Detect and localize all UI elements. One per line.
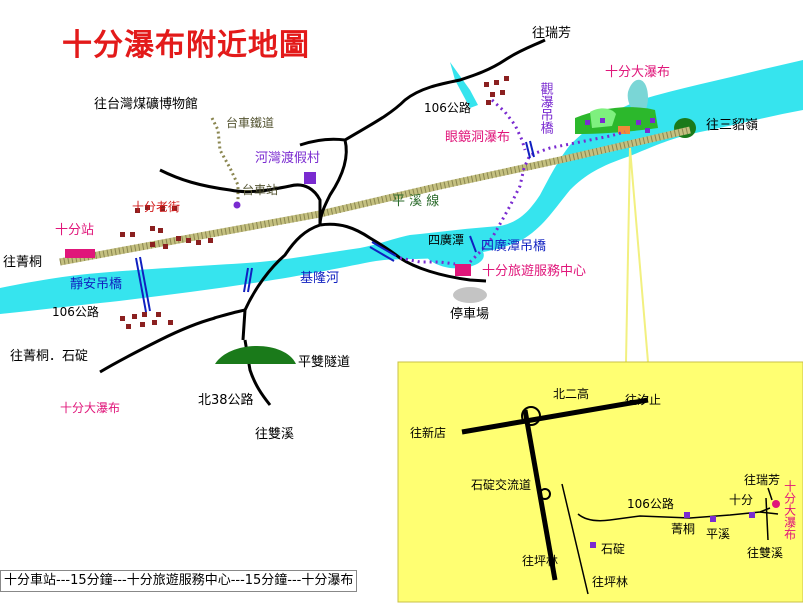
- inset-label-pingxi: 平溪: [706, 527, 731, 541]
- label-coal-museum: 往台灣煤礦博物館: [94, 97, 199, 112]
- inset-label-to-shuangxi: 往雙溪: [747, 546, 784, 560]
- trail-to-guanpu-bridge: [490, 98, 527, 151]
- label-siguangtan: 四廣潭: [428, 233, 465, 247]
- walking-trail: [468, 130, 626, 264]
- label-keelung-river: 基隆河: [300, 271, 340, 286]
- label-shifen-waterfall-left: 十分大瀑布: [60, 401, 121, 415]
- label-to-jingtong-shiding: 往菁桐．石碇: [10, 349, 89, 364]
- label-taiche-railway: 台車鐵道: [226, 116, 275, 130]
- label-shifen-station: 十分站: [55, 223, 95, 238]
- roads: [99, 38, 546, 406]
- inset-label-to-pinglin-1: 往坪林: [522, 554, 559, 568]
- waterfall-park: [575, 107, 658, 134]
- label-pingxi-line: 平 溪 線: [392, 194, 440, 209]
- label-to-sandiaoling: 往三貂嶺: [706, 118, 759, 133]
- trail-to-center: [399, 256, 456, 266]
- inset-label-to-xindian: 往新店: [410, 426, 447, 440]
- label-to-shuangxi: 往雙溪: [255, 427, 295, 442]
- taiche-station-marker: [233, 201, 241, 209]
- tunnel-hill-icon: [215, 346, 296, 364]
- taiche-railway: [210, 117, 240, 200]
- visitor-center-marker: [455, 264, 471, 276]
- inset-label-road-106: 106公路: [627, 497, 674, 511]
- inset-label-shiding-interchange: 石碇交流道: [471, 478, 532, 492]
- label-road-106-left: 106公路: [52, 305, 99, 319]
- inset-label-to-xizhi: 往汐止: [625, 393, 662, 407]
- route-footer: 十分車站---15分鐘---十分旅遊服務中心---15分鐘---十分瀑布: [0, 570, 358, 592]
- inset-label-to-pinglin-2: 往坪林: [592, 575, 629, 589]
- label-jingan-bridge: 靜安吊橋: [70, 277, 123, 292]
- inset-roads: [461, 397, 779, 595]
- label-siguangtan-bridge: 四廣潭吊橋: [481, 239, 547, 254]
- label-road-n38: 北38公路: [198, 393, 254, 408]
- inset-stops: [590, 500, 780, 548]
- inset-label-to-ruifang: 往瑞芳: [744, 473, 781, 487]
- label-taiche-station: 台車站: [242, 183, 279, 197]
- label-to-ruifang: 往瑞芳: [532, 26, 572, 41]
- page-title: 十分瀑布附近地圖: [62, 28, 310, 63]
- inset-label-shifen: 十分: [729, 493, 754, 507]
- label-yanjingdong-waterfall: 眼鏡洞瀑布: [445, 130, 511, 145]
- label-road-106-top: 106公路: [424, 101, 471, 115]
- label-hewan-resort: 河灣渡假村: [255, 151, 321, 166]
- parking-marker: [453, 287, 487, 303]
- label-pingshuang-tunnel: 平雙隧道: [298, 355, 351, 370]
- houses: [120, 76, 509, 329]
- inset-label-n2-freeway: 北二高: [553, 387, 590, 401]
- label-shifen-old-street: 十分老街: [132, 200, 181, 214]
- label-guanpu-bridge: 觀瀑吊橋: [537, 82, 553, 134]
- label-to-jingtong-left: 往菁桐: [3, 255, 43, 270]
- bridges: [135, 140, 535, 313]
- label-shifen-waterfall-top: 十分大瀑布: [605, 65, 671, 80]
- shifen-station-marker: [65, 249, 95, 258]
- inset-label-shifen-waterfall: 十分大瀑布: [782, 480, 797, 540]
- resort-marker: [304, 172, 316, 184]
- inset-panel: [397, 361, 803, 603]
- label-parking: 停車場: [450, 307, 490, 322]
- inset-leader: [625, 147, 649, 363]
- label-visitor-center: 十分旅遊服務中心: [482, 264, 587, 279]
- inset-label-shiding: 石碇: [601, 542, 626, 556]
- inset-label-jingtong: 菁桐: [671, 522, 696, 536]
